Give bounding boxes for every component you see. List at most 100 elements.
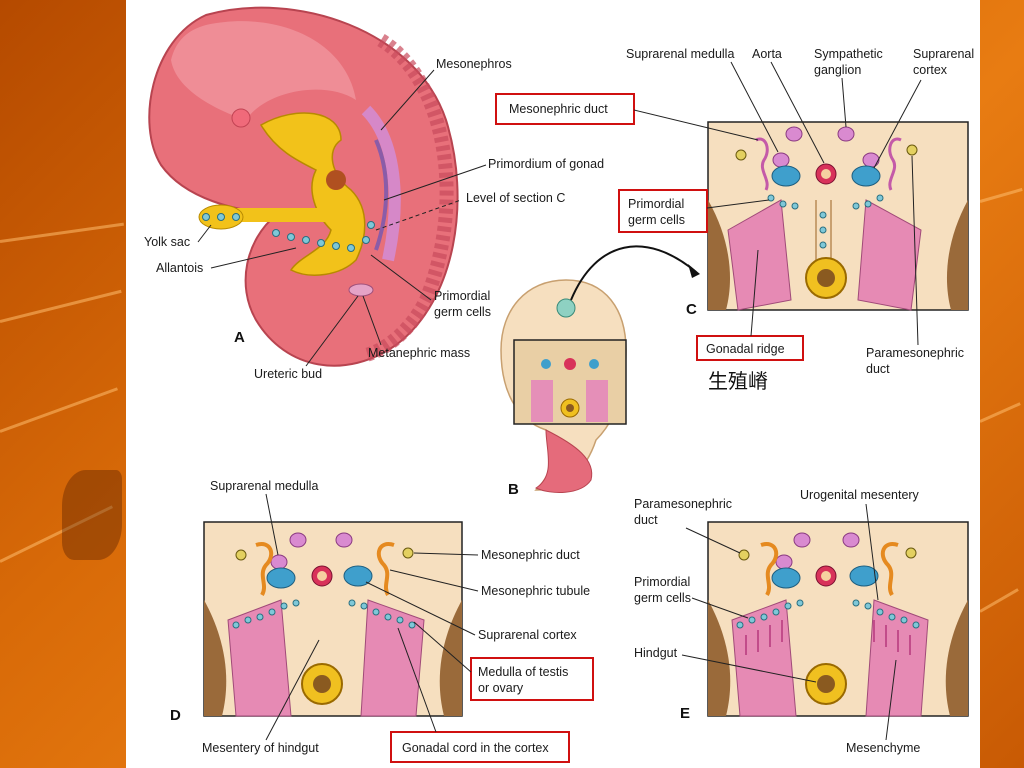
body-wall-left-e bbox=[708, 600, 731, 716]
label-gonadal-ridge: Gonadal ridge bbox=[706, 342, 785, 356]
label-aorta-c: Aorta bbox=[752, 47, 782, 61]
section-tail bbox=[534, 429, 593, 493]
section-c-level bbox=[375, 199, 462, 231]
gut-yellow bbox=[259, 112, 366, 276]
box-mesonephric-duct bbox=[495, 93, 635, 125]
suprarenal-cortex-e-l bbox=[771, 567, 801, 589]
label-medulla-d-2: or ovary bbox=[478, 681, 524, 695]
paramesonephric-duct-e-l bbox=[738, 549, 750, 561]
germ-cell-cords-e bbox=[745, 620, 911, 655]
label-suprarenal-cortex-c-2: cortex bbox=[913, 63, 948, 77]
mesonephric-duct-c-r bbox=[888, 137, 902, 191]
box-primordial-germ-cells bbox=[618, 189, 708, 233]
panel-label-d: D bbox=[170, 707, 181, 724]
suprarenal-cortex-e-r bbox=[849, 565, 879, 587]
body-wall-right-d bbox=[439, 600, 462, 716]
eye-primordium bbox=[231, 108, 251, 128]
bg-stripe bbox=[0, 222, 124, 243]
arrow-b-to-c bbox=[570, 245, 697, 301]
bg-stripe bbox=[979, 402, 1021, 423]
label-primordial-e-2: germ cells bbox=[634, 591, 691, 605]
body-wall-left-c bbox=[708, 200, 731, 310]
label-primordial-germ-cells-a-2: germ cells bbox=[434, 305, 491, 319]
neural-tube-b bbox=[556, 298, 576, 318]
label-gonadal-cord: Gonadal cord in the cortex bbox=[402, 741, 549, 755]
label-allantois: Allantois bbox=[156, 261, 203, 275]
bg-stripe bbox=[0, 289, 122, 323]
suprarenal-cortex-c-r bbox=[851, 165, 881, 187]
runner-silhouette bbox=[62, 470, 122, 560]
label-ureteric-bud: Ureteric bud bbox=[254, 367, 322, 381]
box-gonadal-cord bbox=[390, 731, 570, 763]
gonad-left-e bbox=[731, 599, 797, 717]
paramesonephric-duct-c-r bbox=[906, 144, 918, 156]
suprarenal-cortex-c-l bbox=[771, 165, 801, 187]
mesonephric-duct-d-r bbox=[402, 547, 414, 559]
embryo-head-highlight bbox=[171, 21, 356, 120]
paramesonephric-duct-c-l bbox=[735, 149, 747, 161]
hindgut-d-lumen bbox=[313, 675, 331, 693]
mesonephric-duct-d-l bbox=[235, 549, 247, 561]
label-mesenchyme: Mesenchyme bbox=[846, 741, 920, 755]
suprarenal-medulla-e-l bbox=[775, 554, 793, 570]
primordial-germ-cells-a bbox=[202, 213, 375, 252]
germ-cells-e bbox=[736, 599, 920, 629]
somites bbox=[363, 34, 454, 362]
suprarenal-cortex-d-r bbox=[343, 565, 373, 587]
panel-b-section: B bbox=[500, 245, 700, 498]
mesonephric-tubule-e-l bbox=[760, 542, 779, 597]
mesonephric-tubule-d-r bbox=[376, 542, 395, 597]
slide-figure: Mesonephros Primordium of gonad Level of… bbox=[126, 0, 980, 768]
mini-section-structures bbox=[531, 358, 608, 422]
hindgut-c-lumen bbox=[817, 269, 835, 287]
hindgut-e-lumen bbox=[817, 675, 835, 693]
embryo-diagram: Mesonephros Primordium of gonad Level of… bbox=[144, 6, 974, 763]
panel-c-section: Suprarenal medulla Aorta Sympathetic gan… bbox=[495, 47, 974, 393]
bg-stripe bbox=[979, 588, 1019, 613]
mesentery-c bbox=[815, 200, 832, 260]
germ-cells-d bbox=[232, 599, 416, 629]
aorta-d-inner bbox=[317, 571, 327, 581]
suprarenal-medulla-c-l bbox=[772, 152, 790, 168]
suprarenal-cortex-d-l bbox=[266, 567, 296, 589]
gonad-right-e bbox=[865, 599, 929, 717]
panel-label-e: E bbox=[680, 705, 690, 722]
label-suprarenal-cortex-c-1: Suprarenal bbox=[913, 47, 974, 61]
suprarenal-medulla-e-r bbox=[842, 532, 860, 548]
label-mesonephric-tubule-d: Mesonephric tubule bbox=[481, 584, 590, 598]
arrow-head-b-to-c bbox=[688, 264, 700, 278]
label-primordium-of-gonad: Primordium of gonad bbox=[488, 157, 604, 171]
label-hindgut-e: Hindgut bbox=[634, 646, 678, 660]
label-suprarenal-medulla-d: Suprarenal medulla bbox=[210, 479, 318, 493]
gonad-left-d bbox=[227, 599, 292, 717]
suprarenal-medulla-d-r bbox=[335, 532, 353, 548]
label-medulla-d-1: Medulla of testis bbox=[478, 665, 568, 679]
heart bbox=[326, 170, 346, 190]
suprarenal-medulla-d-l2 bbox=[289, 532, 307, 548]
panel-e-section: Paramesonephric duct Urogenital mesenter… bbox=[634, 488, 969, 755]
mesonephric-tubule-e-r bbox=[880, 542, 899, 597]
primordium-gonad-shape bbox=[374, 139, 389, 251]
panel-label-a: A bbox=[234, 329, 245, 346]
label-primordial-germ-cells-a-1: Primordial bbox=[434, 289, 490, 303]
label-primordial-c-2: germ cells bbox=[628, 213, 685, 227]
suprarenal-medulla-e-l2 bbox=[793, 532, 811, 548]
gonad-right-d bbox=[360, 599, 425, 717]
label-paramesonephric-e-1: Paramesonephric bbox=[634, 497, 732, 511]
germ-cells-c bbox=[767, 194, 884, 249]
label-mesonephric-duct-c: Mesonephric duct bbox=[509, 102, 608, 116]
label-sympathetic-c-2: ganglion bbox=[814, 63, 861, 77]
label-primordial-e-1: Primordial bbox=[634, 575, 690, 589]
aorta-e-inner bbox=[821, 571, 831, 581]
body-wall-right-e bbox=[945, 600, 968, 716]
gonadal-ridge-right-c bbox=[857, 199, 922, 311]
label-paramesonephric-e-2: duct bbox=[634, 513, 658, 527]
panel-a-embryo: Mesonephros Primordium of gonad Level of… bbox=[144, 6, 604, 381]
panel-label-b: B bbox=[508, 481, 519, 498]
aorta-c-inner bbox=[821, 169, 831, 179]
panel-label-c: C bbox=[686, 301, 697, 318]
bg-stripe bbox=[979, 187, 1023, 203]
suprarenal-medulla-c-r bbox=[862, 152, 880, 168]
body-wall-left-d bbox=[204, 600, 227, 716]
label-sympathetic-c-1: Sympathetic bbox=[814, 47, 883, 61]
